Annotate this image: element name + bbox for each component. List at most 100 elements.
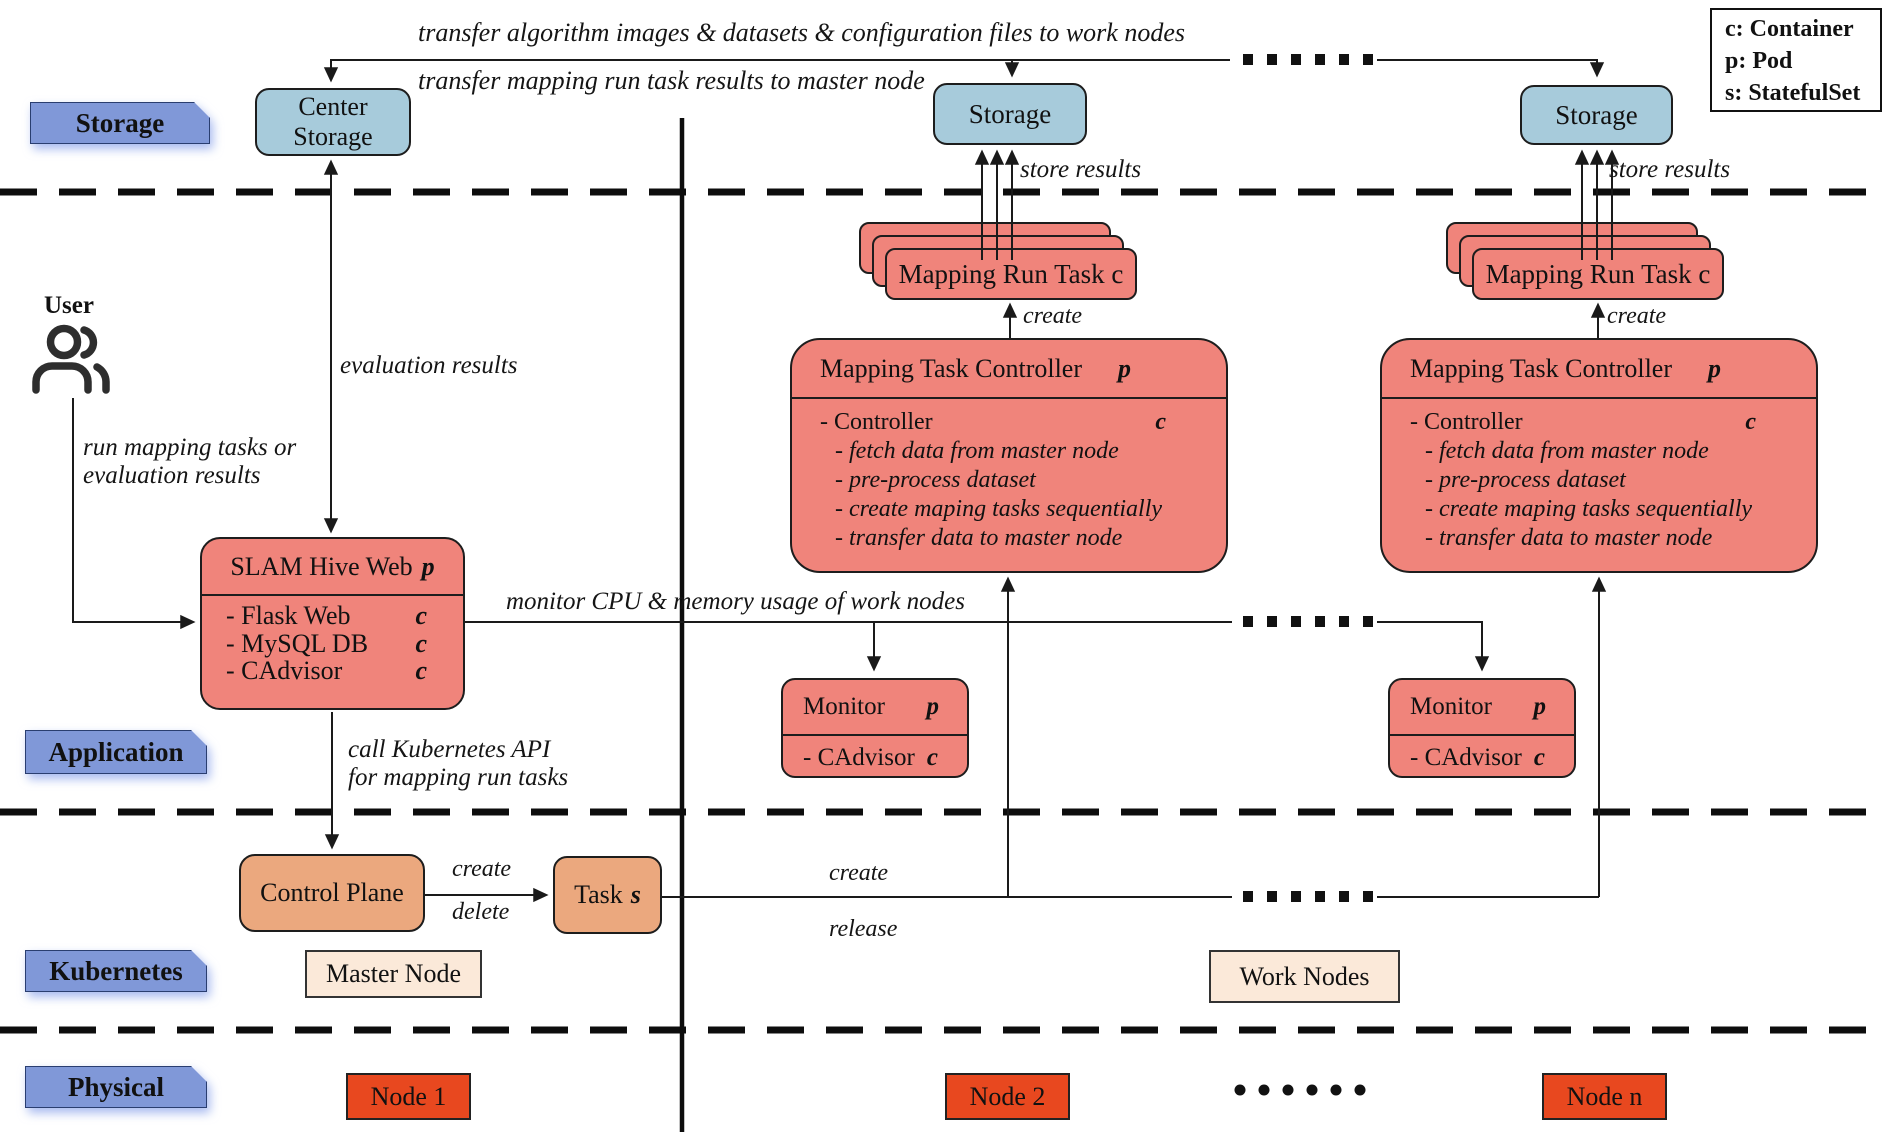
label-create-cp: create	[452, 856, 512, 882]
label-evaluation-results: evaluation results	[340, 352, 518, 379]
slam-item-flask-label: - Flask Web	[226, 601, 351, 630]
work-nodes-box: Work Nodes	[1209, 950, 1400, 1003]
monitor-cadvisor-item: - CAdvisor c	[1390, 736, 1574, 772]
slam-item-cadvisor-badge: c	[415, 656, 427, 685]
slam-hive-web-title-text: SLAM Hive Web	[230, 551, 413, 581]
label-run-mapping-1: run mapping tasks or	[83, 434, 297, 461]
monitor-pod-badge: p	[926, 693, 940, 720]
user-icon	[32, 324, 110, 394]
controller-item-transfer: - transfer data to master node	[1425, 525, 1713, 551]
task-statefulset-box: Task s	[553, 856, 662, 934]
controller-title: Mapping Task Controller p	[1382, 340, 1816, 399]
controller-pod-badge: p	[1708, 353, 1721, 383]
center-storage-line1: Center	[298, 92, 368, 121]
slam-item-mysql: - MySQL DB c	[226, 628, 427, 658]
controller-item-create-tasks: - create maping tasks sequentially	[835, 496, 1163, 522]
layer-boundary-dashes	[0, 188, 1883, 1034]
label-create-node2: create	[1023, 303, 1083, 329]
controller-item-controller: - Controller c	[820, 408, 1226, 437]
storage-box-noden: Storage	[1520, 85, 1673, 145]
slam-item-flask: - Flask Web c	[226, 602, 427, 630]
slam-hive-web-pod: SLAM Hive Web p - Flask Web c - MySQL DB…	[200, 537, 465, 710]
slam-item-cadvisor: - CAdvisor c	[226, 657, 427, 685]
transfer-line	[323, 59, 1605, 83]
node-n-box: Node n	[1542, 1073, 1667, 1120]
mapping-task-controller-noden: Mapping Task Controller p - Controller c…	[1380, 338, 1818, 573]
monitor-pod-node2: Monitor p - CAdvisor c	[781, 678, 969, 778]
layer-label-kubernetes: Kubernetes	[25, 950, 207, 992]
label-run-mapping-2: evaluation results	[83, 462, 261, 489]
slam-item-flask-badge: c	[415, 601, 427, 630]
label-store-results-noden: store results	[1609, 156, 1731, 183]
monitor-pod-noden: Monitor p - CAdvisor c	[1388, 678, 1576, 778]
controller-pod-badge: p	[1118, 353, 1131, 383]
user-label: User	[44, 292, 94, 319]
legend-pod: p: Pod	[1725, 48, 1793, 74]
layer-label-storage: Storage	[30, 102, 210, 144]
controller-container-badge: c	[1155, 409, 1166, 435]
user-request-line	[72, 398, 196, 630]
control-plane-box: Control Plane	[239, 854, 425, 932]
monitor-pod-badge: p	[1533, 693, 1547, 720]
monitor-cadvisor-item: - CAdvisor c	[783, 736, 967, 772]
ellipsis-create-release-line	[1243, 891, 1373, 902]
legend-container: c: Container	[1725, 16, 1854, 42]
label-delete-cp: delete	[452, 899, 510, 925]
create-release-line	[662, 576, 1607, 898]
controller-item-label: - Controller	[1410, 409, 1523, 435]
slam-item-cadvisor-label: - CAdvisor	[226, 656, 343, 685]
monitor-usage-line	[465, 621, 1490, 672]
label-transfer-to-work-nodes: transfer algorithm images & datasets & c…	[418, 18, 1185, 47]
layer-label-application: Application	[25, 730, 207, 774]
monitor-title-text: Monitor	[803, 693, 885, 720]
center-storage-box: Center Storage	[255, 88, 411, 156]
label-create-task: create	[829, 860, 889, 886]
controller-item-controller: - Controller c	[1410, 408, 1816, 437]
label-store-results-node2: store results	[1020, 156, 1142, 183]
slam-hive-web-title: SLAM Hive Web p	[202, 539, 463, 596]
center-storage-line2: Storage	[293, 122, 373, 151]
ellipsis-physical-nodes	[1234, 1084, 1366, 1096]
label-create-noden: create	[1607, 303, 1667, 329]
label-call-api-1: call Kubernetes API	[348, 736, 551, 763]
master-node-box: Master Node	[305, 950, 482, 998]
controller-item-fetch: - fetch data from master node	[835, 438, 1119, 464]
node-1-box: Node 1	[346, 1073, 471, 1120]
controller-item-fetch: - fetch data from master node	[1425, 438, 1709, 464]
ellipsis-top	[1243, 54, 1373, 65]
slam-hive-web-pod-badge: p	[421, 551, 435, 581]
ellipsis-monitor-line	[1243, 616, 1373, 627]
controller-item-transfer: - transfer data to master node	[835, 525, 1123, 551]
monitor-title: Monitor p	[783, 680, 967, 736]
legend-box: c: Container p: Pod s: StatefulSet	[1710, 8, 1882, 112]
node-2-box: Node 2	[945, 1073, 1070, 1120]
monitor-title-text: Monitor	[1410, 693, 1492, 720]
task-label: Task	[574, 880, 623, 909]
monitor-container-badge: c	[926, 744, 938, 771]
controller-item-preprocess: - pre-process dataset	[1425, 467, 1626, 493]
controller-item-create-tasks: - create maping tasks sequentially	[1425, 496, 1753, 522]
storage-box-node2: Storage	[933, 83, 1087, 145]
monitor-cadvisor-label: - CAdvisor	[1410, 744, 1522, 771]
mapping-task-controller-node2: Mapping Task Controller p - Controller c…	[790, 338, 1228, 573]
controller-title-text: Mapping Task Controller	[1410, 353, 1673, 383]
slam-item-mysql-badge: c	[415, 628, 427, 658]
store-results-arrows-noden	[1574, 149, 1620, 260]
label-call-api-2: for mapping run tasks	[348, 764, 569, 791]
controller-title: Mapping Task Controller p	[792, 340, 1226, 399]
task-statefulset-badge: s	[630, 880, 641, 909]
monitor-title: Monitor p	[1390, 680, 1574, 736]
controller-item-label: - Controller	[820, 409, 933, 435]
monitor-container-badge: c	[1533, 744, 1545, 771]
store-results-arrows-node2	[974, 149, 1020, 260]
slam-item-mysql-label: - MySQL DB	[226, 628, 369, 658]
label-release-task: release	[829, 916, 898, 942]
legend-statefulset: s: StatefulSet	[1725, 80, 1861, 106]
controller-item-preprocess: - pre-process dataset	[835, 467, 1036, 493]
layer-label-physical: Physical	[25, 1066, 207, 1108]
monitor-cadvisor-label: - CAdvisor	[803, 744, 915, 771]
controller-title-text: Mapping Task Controller	[820, 353, 1083, 383]
label-transfer-to-master-node: transfer mapping run task results to mas…	[418, 66, 925, 95]
